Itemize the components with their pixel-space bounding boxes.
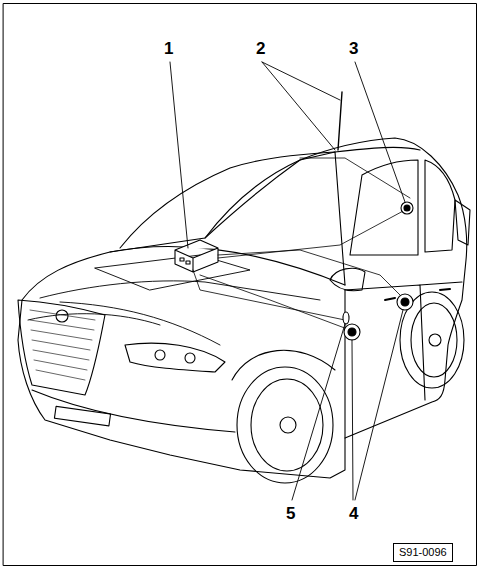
figure-reference-box: S91-0096: [393, 543, 453, 562]
rear-tweeter-core: [404, 205, 410, 211]
leader-line: [355, 62, 405, 202]
rear-speaker-core: [401, 298, 409, 306]
front-hub: [280, 417, 296, 433]
front-speaker-core: [348, 328, 356, 336]
antenna-cable: [300, 158, 410, 198]
front-handle: [385, 298, 395, 300]
leader-line: [352, 310, 403, 500]
leader-line: [292, 324, 345, 500]
callout-number: 1: [164, 40, 173, 57]
front-door-window: [350, 160, 418, 255]
frame: [4, 4, 477, 566]
hood-edge: [28, 314, 160, 325]
a-pillar: [205, 152, 345, 285]
front-arch: [232, 350, 335, 380]
radio-connector: [180, 258, 184, 261]
bumper-line: [32, 390, 235, 432]
rear-handle: [440, 289, 450, 290]
body-outline: [18, 138, 467, 478]
rear-tweeter: [401, 202, 413, 214]
grille-frame: [18, 300, 105, 395]
rear-door-top: [420, 282, 462, 285]
rear-hub: [429, 334, 441, 346]
leader-line: [170, 62, 188, 248]
windshield-top: [120, 152, 335, 248]
callout-number: 2: [256, 40, 265, 57]
headlight-lens: [185, 353, 195, 363]
windshield-base: [110, 246, 345, 285]
plate: [54, 406, 110, 426]
rear-door-window: [425, 160, 455, 252]
callout-number: 4: [349, 505, 358, 522]
radio-unit: [175, 240, 218, 272]
reference-code: S91-0096: [399, 547, 447, 558]
antenna: [338, 92, 342, 150]
front-tweeter: [343, 312, 349, 324]
rear-speaker: [397, 294, 413, 310]
front-wheel: [237, 367, 333, 483]
roof-line: [335, 147, 420, 152]
radio-connector: [186, 261, 190, 264]
rear-rim: [411, 303, 457, 377]
front-speaker: [344, 324, 360, 340]
mirror: [330, 268, 365, 290]
callout-number: 5: [286, 505, 295, 522]
headlight-lens: [155, 350, 165, 360]
headlight: [125, 343, 225, 372]
wiring: [193, 210, 405, 330]
rear-lamp: [455, 200, 470, 245]
grille-bars: [30, 310, 95, 380]
leader-line: [262, 62, 340, 150]
front-rim: [251, 379, 323, 471]
callout-number: 3: [349, 40, 358, 57]
badge: [56, 310, 68, 322]
